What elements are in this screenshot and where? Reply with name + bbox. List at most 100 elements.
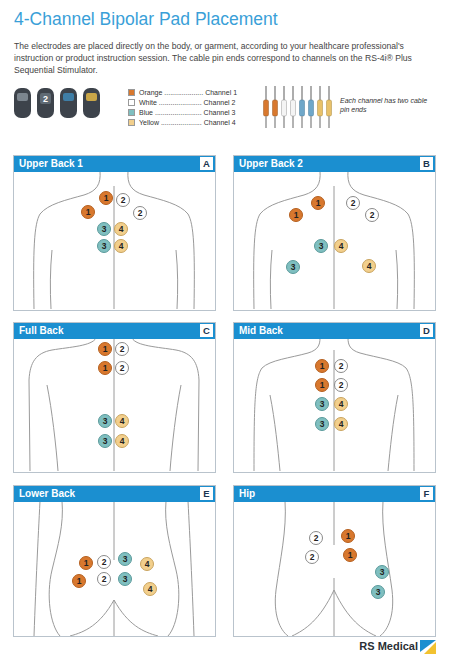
electrode-pad: 2 <box>133 206 147 220</box>
channel-number: 2 <box>116 343 128 355</box>
panel-title: Upper Back 2 <box>234 156 435 172</box>
electrode-pad: 3 <box>375 565 389 579</box>
body-outlines <box>29 171 414 636</box>
channel-number: 3 <box>316 418 328 430</box>
channel-number: 3 <box>376 566 388 578</box>
electrode-pad: 1 <box>98 361 112 375</box>
placement-panel: Upper Back 2B12123434 <box>233 155 436 311</box>
channel-number: 1 <box>312 197 324 209</box>
buttock-line <box>70 600 158 636</box>
device-body <box>37 88 54 118</box>
legend-row: Blue ........................ Channel 3 <box>128 108 250 117</box>
body-outline <box>166 501 179 636</box>
legend-swatch <box>128 99 135 106</box>
channel-number: 3 <box>98 223 110 235</box>
channel-number: 3 <box>315 240 327 252</box>
electrode-pad: 2 <box>115 342 129 356</box>
channel-number: 1 <box>316 360 328 372</box>
electrode-pad: 4 <box>334 417 348 431</box>
electrode-pad: 1 <box>315 359 329 373</box>
legend: Orange .................... Channel 1Whi… <box>128 88 250 128</box>
channel-number: 2 <box>98 573 110 585</box>
electrode-pad: 3 <box>315 397 329 411</box>
channel-number: 1 <box>316 379 328 391</box>
channel-number: 4 <box>116 415 128 427</box>
electrode-pad: 3 <box>97 222 111 236</box>
electrode-pad: 4 <box>362 259 376 273</box>
body-outline <box>34 171 100 309</box>
channel-number: 1 <box>82 206 94 218</box>
channel-number: 3 <box>99 415 111 427</box>
channel-number: 1 <box>290 209 302 221</box>
pin-body <box>291 100 296 116</box>
electrode-pad: 1 <box>79 556 93 570</box>
channel-number: 2 <box>335 379 347 391</box>
channel-number: 1 <box>344 549 356 561</box>
pin-body <box>300 100 305 116</box>
panel-title: Mid Back <box>234 323 435 339</box>
cable-pins <box>264 86 332 128</box>
channel-number: 1 <box>80 557 92 569</box>
placement-panel: Mid BackD12123434 <box>233 322 436 473</box>
panel-letter: A <box>200 157 213 170</box>
panel-letter-text: A <box>200 157 213 170</box>
channel-number: 3 <box>119 553 131 565</box>
body-outline <box>348 171 414 309</box>
electrode-pad: 2 <box>116 193 130 207</box>
pin-tip <box>266 116 329 128</box>
spine-line <box>114 501 115 636</box>
spine-line <box>114 338 115 471</box>
device-body <box>83 88 100 118</box>
channel-number: 2 <box>335 360 347 372</box>
electrode-pad: 2 <box>309 531 323 545</box>
channel-number: 2 <box>117 194 129 206</box>
panel-letter-text: B <box>420 157 433 170</box>
device-body <box>60 88 77 118</box>
electrode-pad: 2 <box>97 555 111 569</box>
electrode-pad: 3 <box>98 434 112 448</box>
channel-number: 1 <box>342 530 354 542</box>
panel-letter: F <box>420 487 433 500</box>
electrode-pad: 3 <box>118 572 132 586</box>
pin-body <box>264 100 269 116</box>
channel-number: 2 <box>134 207 146 219</box>
panel-letter: D <box>420 324 433 337</box>
body-outline <box>49 501 62 636</box>
electrode-pad: 4 <box>115 434 129 448</box>
electrode-pad: 2 <box>305 550 319 564</box>
electrode-pad: 3 <box>371 585 385 599</box>
electrode-pad: 1 <box>315 378 329 392</box>
logo-mark <box>420 640 436 654</box>
channel-number: 1 <box>100 192 112 204</box>
legend-swatch <box>128 109 135 116</box>
channel-number: 4 <box>141 558 153 570</box>
arm-line <box>34 501 194 636</box>
body-outline <box>254 338 320 471</box>
electrode-pad: 1 <box>341 529 355 543</box>
body-outline <box>275 501 288 636</box>
electrode-pad: 3 <box>97 239 111 253</box>
electrode-pad: 1 <box>343 548 357 562</box>
logo-triangle <box>424 642 436 654</box>
pin-body <box>309 100 314 116</box>
panel-title: Hip <box>234 486 435 502</box>
electrode-pad: 4 <box>334 397 348 411</box>
legend-text: Blue ........................ Channel 3 <box>139 108 236 117</box>
channel-number: 4 <box>116 435 128 447</box>
channel-number: 2 <box>116 362 128 374</box>
buttock-line <box>292 590 376 636</box>
placement-panel: Lower BackE12341234 <box>13 485 216 637</box>
placement-panel: Upper Back 1A12123434 <box>13 155 216 311</box>
channel-number: 1 <box>73 575 85 587</box>
electrode-pad: 2 <box>334 359 348 373</box>
brand-name: RS Medical <box>346 640 418 652</box>
pin-body <box>282 100 287 116</box>
channel-number: 2 <box>347 197 359 209</box>
electrode-pad: 1 <box>98 342 112 356</box>
legend-row: Yellow ..................... Channel 4 <box>128 118 250 127</box>
panel-title: Upper Back 1 <box>14 156 215 172</box>
legend-swatch <box>128 119 135 126</box>
channel-number: 3 <box>287 261 299 273</box>
page-title: 4-Channel Bipolar Pad Placement <box>14 9 278 30</box>
